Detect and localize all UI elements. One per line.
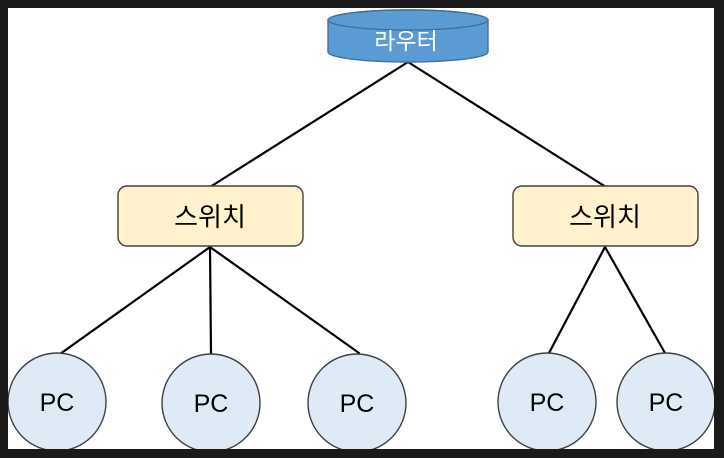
frame-border-left xyxy=(0,0,8,458)
edge-switch-left-pc-3 xyxy=(208,245,361,355)
router-node: 라우터 xyxy=(327,9,489,63)
pc-1-label: PC xyxy=(40,389,75,417)
edge-router-switch-left xyxy=(208,60,410,189)
switch-left-label: 스위치 xyxy=(174,202,246,232)
edge-router-switch-right xyxy=(406,60,608,189)
edges xyxy=(58,60,667,356)
pc-2-node: PC xyxy=(161,353,261,453)
router-label: 라우터 xyxy=(374,28,437,54)
edge-switch-left-pc-2 xyxy=(208,245,213,356)
router-cylinder-top xyxy=(327,9,489,31)
pc-5-label: PC xyxy=(649,389,684,417)
switch-right-label: 스위치 xyxy=(569,202,641,232)
pc-4-node: PC xyxy=(497,352,597,452)
pc-3-label: PC xyxy=(340,390,375,418)
frame-border-right xyxy=(714,0,724,458)
frame-border-top xyxy=(0,0,724,8)
switch-right-node: 스위치 xyxy=(512,185,699,247)
edge-switch-right-pc-4 xyxy=(547,245,607,355)
pc-2-label: PC xyxy=(194,390,229,418)
edge-switch-left-pc-1 xyxy=(58,245,212,356)
switch-left-box xyxy=(117,185,304,247)
pc-3-node: PC xyxy=(307,353,407,453)
pc-1-node: PC xyxy=(7,352,107,452)
pc-5-node: PC xyxy=(616,352,716,452)
pc-4-label: PC xyxy=(530,389,565,417)
edge-switch-right-pc-5 xyxy=(603,245,667,355)
switch-left-node: 스위치 xyxy=(117,185,304,247)
switch-right-box xyxy=(512,185,699,247)
frame-border-bottom xyxy=(0,449,724,458)
